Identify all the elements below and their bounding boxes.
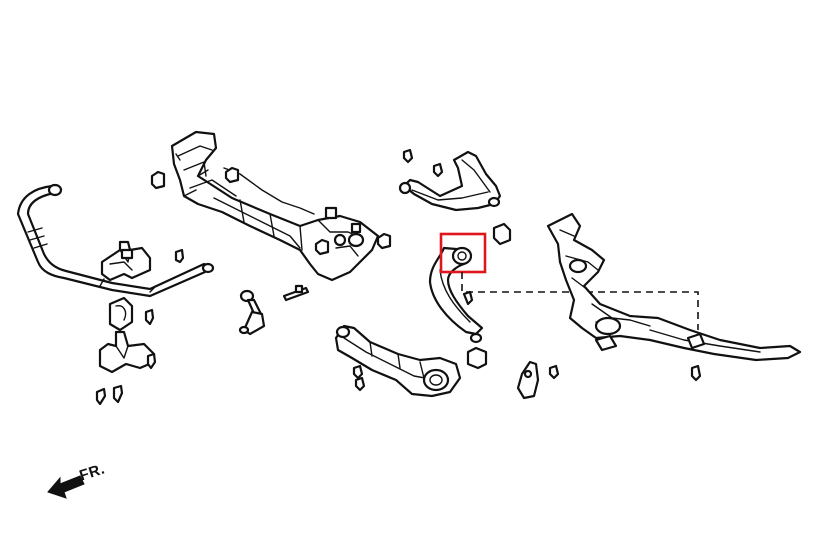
lower-arm xyxy=(334,324,462,398)
front-direction-arrow xyxy=(47,475,85,499)
upper-arm xyxy=(398,150,502,212)
sway-bar-bushing-1 xyxy=(108,296,134,332)
rear-knuckle xyxy=(546,212,802,382)
sway-bar-bracket-lower xyxy=(98,330,156,374)
bracket-bolts xyxy=(95,248,185,406)
trailing-bracket xyxy=(516,360,560,400)
rear-subframe xyxy=(170,130,380,282)
sway-bar xyxy=(16,183,215,298)
sway-bar-bracket-upper xyxy=(100,240,152,282)
upper-arm-hardware xyxy=(402,148,512,246)
compliance-arm-bushing-highlight xyxy=(439,232,487,274)
long-bolt xyxy=(282,284,310,302)
compliance-arm xyxy=(428,246,484,344)
subframe-mount-bushings xyxy=(150,166,392,256)
toe-link xyxy=(238,289,266,336)
lower-arm-hardware xyxy=(352,364,366,392)
bushing-loose xyxy=(466,346,488,370)
